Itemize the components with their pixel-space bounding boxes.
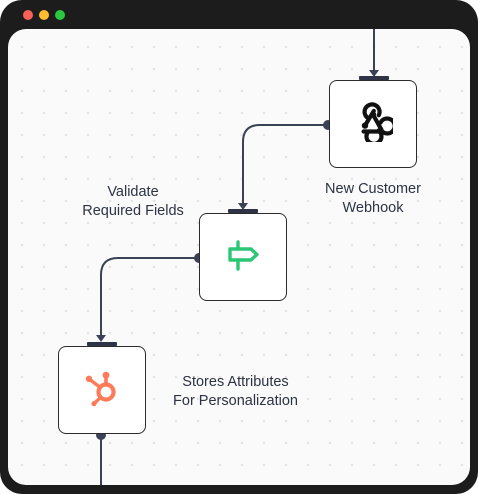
- connector-validate-hubspot[interactable]: [100, 257, 199, 337]
- connector-incoming-arrow: [369, 70, 379, 77]
- validate-node[interactable]: [199, 213, 287, 301]
- workflow-canvas[interactable]: New Customer Webhook Validate Required F…: [8, 29, 470, 485]
- connector-webhook-validate-arrow: [238, 203, 248, 210]
- signpost-icon: [223, 235, 263, 280]
- validate-node-input-port: [228, 209, 258, 213]
- minimize-window-button[interactable]: [39, 10, 49, 20]
- hubspot-node[interactable]: [58, 346, 146, 434]
- webhook-label-line-2: Webhook: [342, 200, 404, 216]
- validate-node-label: Validate Required Fields: [63, 183, 203, 221]
- hubspot-icon: [82, 368, 122, 413]
- webhook-node-label: New Customer Webhook: [308, 180, 438, 218]
- hubspot-label-line-2: For Personalization: [173, 393, 298, 409]
- hubspot-node-input-port: [87, 342, 117, 346]
- hubspot-label-line-1: Stores Attributes: [182, 374, 289, 390]
- validate-label-line-1: Validate: [107, 184, 159, 200]
- connector-validate-hubspot-arrow: [96, 335, 106, 342]
- maximize-window-button[interactable]: [55, 10, 65, 20]
- validate-label-line-2: Required Fields: [82, 203, 184, 219]
- webhook-icon: [353, 101, 397, 147]
- webhook-node[interactable]: [329, 80, 417, 168]
- hubspot-node-label: Stores Attributes For Personalization: [153, 373, 318, 411]
- webhook-node-input-port: [359, 76, 389, 80]
- connector-webhook-validate[interactable]: [242, 124, 328, 205]
- close-window-button[interactable]: [23, 10, 33, 20]
- webhook-label-line-1: New Customer: [325, 181, 421, 197]
